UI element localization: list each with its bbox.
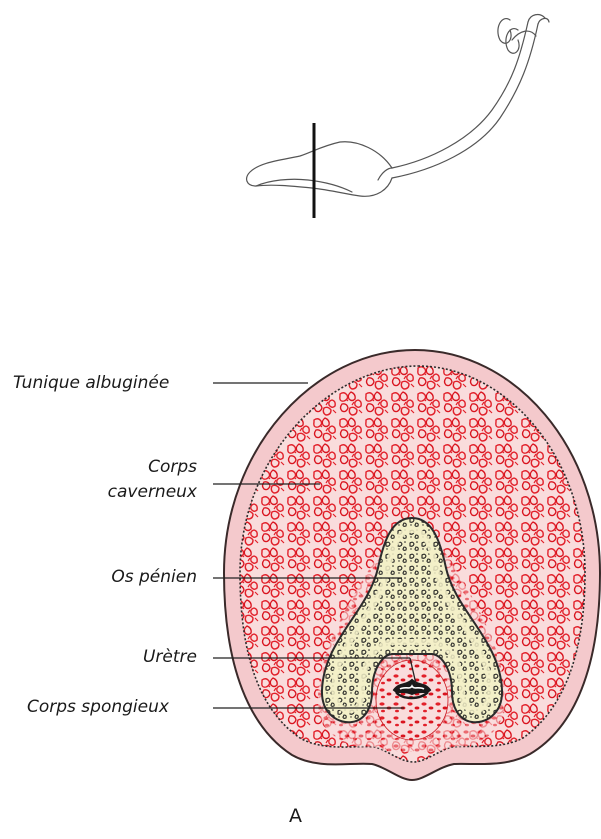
label-corpus-cavernosum-line2: caverneux — [108, 482, 197, 502]
label-urethra: Urètre — [143, 647, 197, 667]
label-tunica-albuginea: Tunique albuginée — [13, 373, 169, 393]
panel-letter: A — [289, 805, 302, 827]
label-corpus-cavernosum-line1: Corps — [148, 457, 197, 477]
label-os-penis: Os pénien — [111, 567, 197, 587]
label-corpus-spongiosum: Corps spongieux — [27, 697, 169, 717]
